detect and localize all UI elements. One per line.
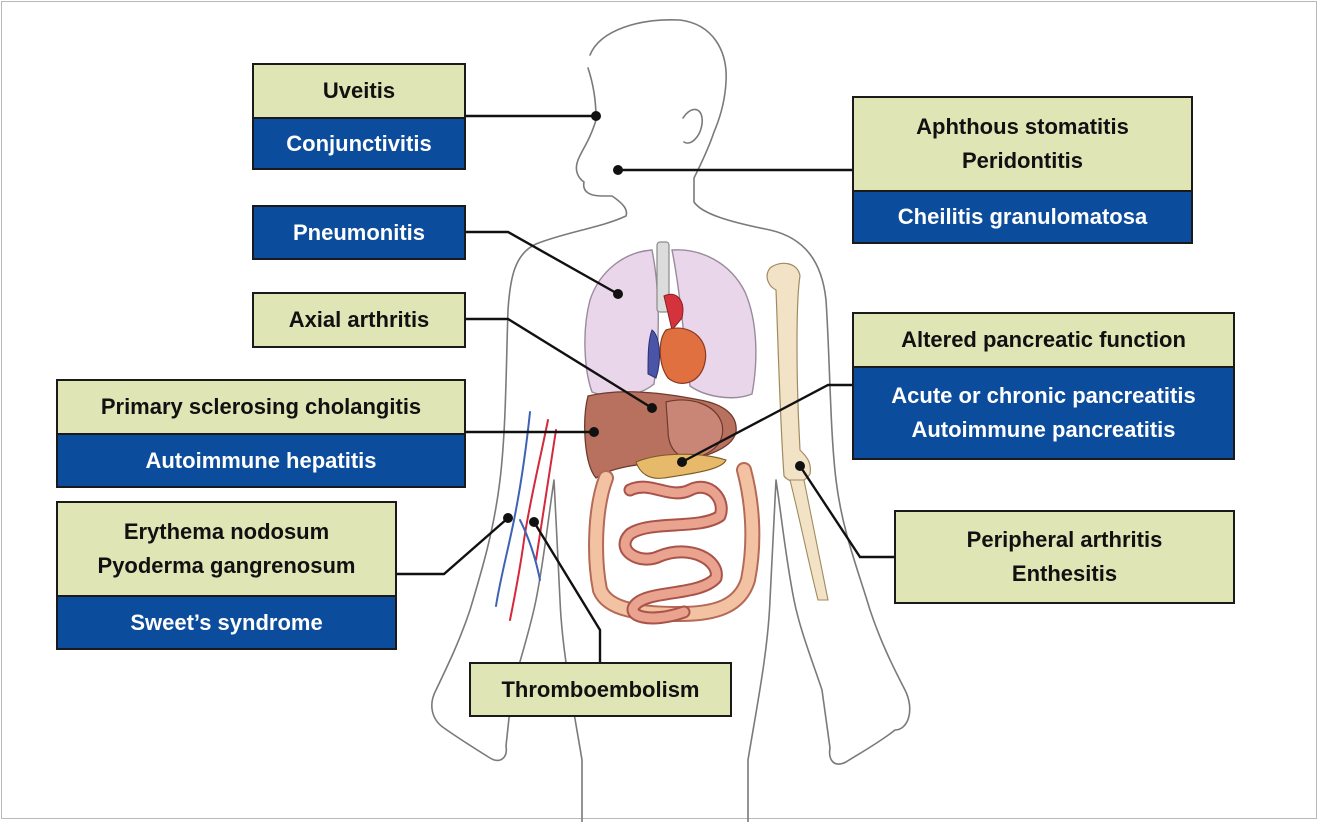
heart [647, 293, 707, 384]
label-liver-primary: Primary sclerosing cholangitis [58, 381, 464, 433]
label-text: Peridontitis [961, 148, 1083, 173]
label-mouth: Aphthous stomatitis Peridontitis Cheilit… [852, 96, 1193, 244]
label-text: Sweet’s syndrome [130, 609, 323, 635]
label-mouth-secondary: Cheilitis granulomatosa [854, 190, 1191, 242]
label-text: Uveitis [322, 78, 396, 103]
label-veins: Thromboembolism [469, 662, 732, 717]
label-joints: Peripheral arthritis Enthesitis [894, 510, 1235, 604]
label-text: Thromboembolism [501, 676, 700, 702]
label-skin-secondary: Sweet’s syndrome [58, 595, 395, 648]
label-liver-secondary: Autoimmune hepatitis [58, 433, 464, 486]
label-text: Cheilitis granulomatosa [897, 204, 1148, 229]
label-eye-primary: Uveitis [254, 65, 464, 117]
label-skin-primary: Erythema nodosum Pyoderma gangrenosum [58, 503, 395, 595]
label-liver: Primary sclerosing cholangitis Autoimmun… [56, 379, 466, 488]
label-text: Primary sclerosing cholangitis [100, 394, 422, 419]
label-text: Autoimmune pancreatitis [911, 417, 1176, 442]
intestines [588, 462, 761, 625]
label-lung: Pneumonitis [252, 205, 466, 260]
label-pancreas: Altered pancreatic function Acute or chr… [852, 312, 1235, 460]
label-veins-primary: Thromboembolism [471, 664, 730, 715]
label-text: Altered pancreatic function [901, 327, 1186, 352]
label-text: Conjunctivitis [286, 130, 432, 156]
label-pancreas-primary: Altered pancreatic function [854, 314, 1233, 366]
label-spine: Axial arthritis [252, 292, 466, 348]
stomach [665, 399, 724, 459]
label-text: Aphthous stomatitis [916, 114, 1129, 139]
label-text: Acute or chronic pancreatitis [891, 383, 1196, 408]
label-joints-primary: Peripheral arthritis Enthesitis [896, 512, 1233, 602]
label-eye: Uveitis Conjunctivitis [252, 63, 466, 170]
label-text: Erythema nodosum [123, 519, 330, 544]
label-text: Enthesitis [1011, 561, 1118, 586]
label-text: Autoimmune hepatitis [145, 447, 377, 473]
label-mouth-primary: Aphthous stomatitis Peridontitis [854, 98, 1191, 190]
label-lung-secondary: Pneumonitis [254, 207, 464, 258]
connector-dots [503, 111, 805, 527]
label-pancreas-secondary: Acute or chronic pancreatitis Autoimmune… [854, 366, 1233, 458]
label-skin: Erythema nodosum Pyoderma gangrenosum Sw… [56, 501, 397, 650]
connector-lines [396, 114, 894, 664]
label-text: Peripheral arthritis [966, 527, 1163, 552]
label-text: Pyoderma gangrenosum [97, 553, 356, 578]
label-text: Pneumonitis [292, 219, 425, 245]
veins [495, 411, 557, 621]
label-spine-primary: Axial arthritis [254, 294, 464, 346]
label-text: Axial arthritis [288, 307, 430, 332]
arm-bone [766, 262, 829, 601]
trachea [656, 241, 670, 313]
label-eye-secondary: Conjunctivitis [254, 117, 464, 168]
